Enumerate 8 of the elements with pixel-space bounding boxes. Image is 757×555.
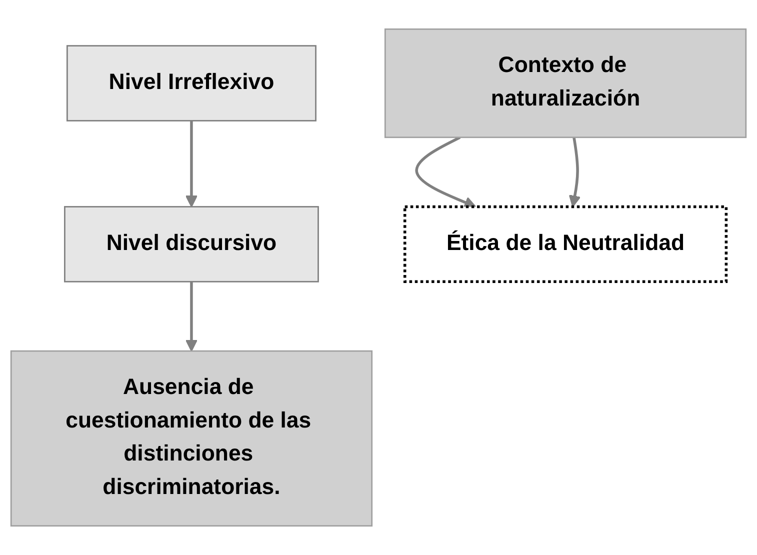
node-box: Nivel Irreflexivo [66,45,316,122]
node-box: Ética de la Neutralidad [403,205,728,284]
node-box: Nivel discursivo [64,206,319,282]
arrow [185,282,198,352]
node-box: Contexto de naturalización [384,28,747,138]
arrow [568,137,581,208]
node-box: Ausencia de cuestionamiento de las distinciones discriminatorias. [10,350,373,527]
arrow [185,120,198,208]
